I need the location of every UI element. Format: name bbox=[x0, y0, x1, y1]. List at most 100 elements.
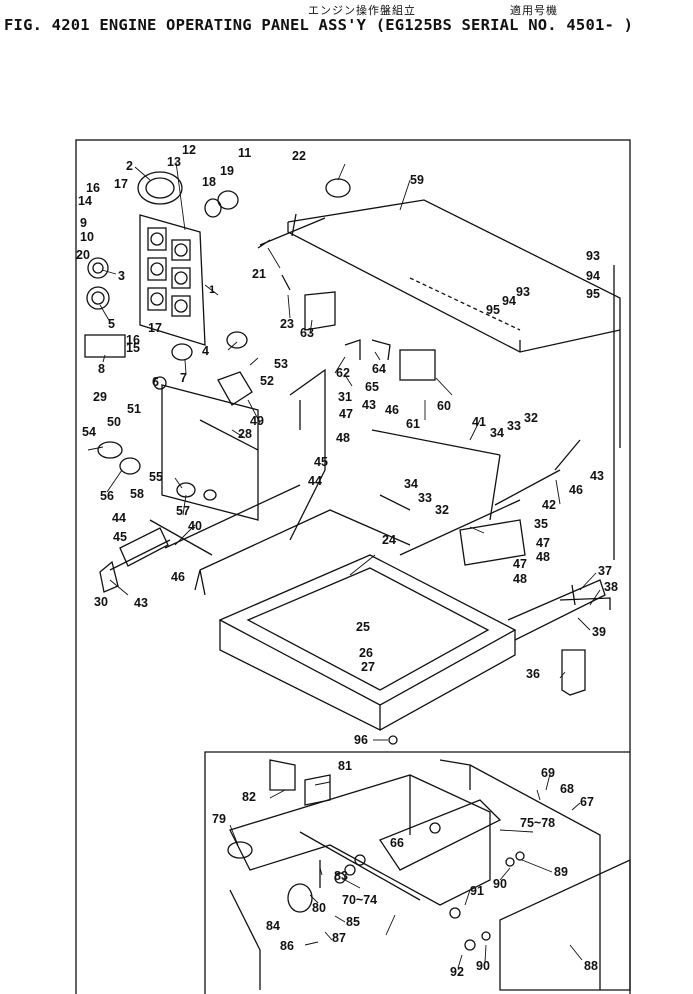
callout-83: 83 bbox=[334, 869, 348, 883]
instrument-panel-part bbox=[139, 214, 206, 346]
callout-49: 49 bbox=[250, 414, 264, 428]
callout-87: 87 bbox=[332, 931, 346, 945]
callout-23: 23 bbox=[280, 317, 294, 331]
diagram-frame bbox=[75, 139, 631, 994]
callout-17a: 17 bbox=[114, 177, 128, 191]
callout-28: 28 bbox=[238, 427, 252, 441]
callout-90b: 90 bbox=[476, 959, 490, 973]
callout-67: 67 bbox=[580, 795, 594, 809]
callout-46c: 46 bbox=[171, 570, 185, 584]
callout-45b: 45 bbox=[113, 530, 127, 544]
callout-38: 38 bbox=[604, 580, 618, 594]
callout-95a: 95 bbox=[486, 303, 500, 317]
callout-14: 14 bbox=[78, 194, 92, 208]
callout-24: 24 bbox=[382, 533, 396, 547]
callout-60: 60 bbox=[437, 399, 451, 413]
callout-85: 85 bbox=[346, 915, 360, 929]
callout-30: 30 bbox=[94, 595, 108, 609]
callout-32b: 32 bbox=[435, 503, 449, 517]
callout-43b: 43 bbox=[590, 469, 604, 483]
callout-58: 58 bbox=[130, 487, 144, 501]
callout-55: 55 bbox=[149, 470, 163, 484]
callout-43a: 43 bbox=[362, 398, 376, 412]
callout-53: 53 bbox=[274, 357, 288, 371]
callout-10: 10 bbox=[80, 230, 94, 244]
callout-51: 51 bbox=[127, 402, 141, 416]
callout-79: 79 bbox=[212, 812, 226, 826]
callout-70-74: 70~74 bbox=[342, 893, 377, 907]
linkage-part bbox=[289, 368, 581, 566]
callout-35: 35 bbox=[534, 517, 548, 531]
callout-21: 21 bbox=[252, 267, 266, 281]
callout-16b: 16 bbox=[126, 333, 140, 347]
meter-part bbox=[137, 171, 183, 205]
callout-32a: 32 bbox=[524, 411, 538, 425]
throttle-part bbox=[99, 484, 301, 593]
japanese-applicable-label: 適用号機 bbox=[510, 4, 558, 17]
japanese-title: エンジン操作盤組立 bbox=[308, 4, 416, 17]
callout-48a: 48 bbox=[336, 431, 350, 445]
callout-43c: 43 bbox=[134, 596, 148, 610]
callout-17b: 17 bbox=[148, 321, 162, 335]
callout-5: 5 bbox=[108, 317, 115, 331]
inset-assembly-part bbox=[227, 759, 631, 991]
callout-25: 25 bbox=[356, 620, 370, 634]
callout-27: 27 bbox=[361, 660, 375, 674]
gauge-part-lower bbox=[86, 286, 110, 310]
callout-57: 57 bbox=[176, 504, 190, 518]
callout-93a: 93 bbox=[516, 285, 530, 299]
callout-92: 92 bbox=[450, 965, 464, 979]
callout-93b: 93 bbox=[586, 249, 600, 263]
inset-frame bbox=[204, 751, 630, 994]
callout-88: 88 bbox=[584, 959, 598, 973]
callout-94b: 94 bbox=[586, 269, 600, 283]
callout-95b: 95 bbox=[586, 287, 600, 301]
callout-62: 62 bbox=[336, 366, 350, 380]
callout-68: 68 bbox=[560, 782, 574, 796]
solenoid-part bbox=[399, 349, 436, 381]
callout-82: 82 bbox=[242, 790, 256, 804]
callout-1: 1 bbox=[209, 284, 215, 296]
callout-7: 7 bbox=[180, 371, 187, 385]
callout-59: 59 bbox=[410, 173, 424, 187]
callout-13: 13 bbox=[167, 155, 181, 169]
control-panel-part bbox=[149, 384, 259, 556]
callout-34a: 34 bbox=[490, 426, 504, 440]
callout-66: 66 bbox=[390, 836, 404, 850]
callout-91: 91 bbox=[470, 884, 484, 898]
callout-89: 89 bbox=[554, 865, 568, 879]
callout-45a: 45 bbox=[314, 455, 328, 469]
callout-12: 12 bbox=[182, 143, 196, 157]
callout-69: 69 bbox=[541, 766, 555, 780]
callout-18: 18 bbox=[202, 175, 216, 189]
callout-44b: 44 bbox=[112, 511, 126, 525]
callout-96: 96 bbox=[354, 733, 368, 747]
callout-48c: 48 bbox=[513, 572, 527, 586]
callout-50: 50 bbox=[107, 415, 121, 429]
gauge-part bbox=[87, 257, 109, 279]
callout-20: 20 bbox=[76, 248, 90, 262]
callout-6: 6 bbox=[152, 375, 159, 389]
callout-15: 15 bbox=[126, 341, 140, 355]
callout-75-78: 75~78 bbox=[520, 816, 555, 830]
callout-36: 36 bbox=[526, 667, 540, 681]
callout-41: 41 bbox=[472, 415, 486, 429]
callout-31: 31 bbox=[338, 390, 352, 404]
callout-47c: 47 bbox=[513, 557, 527, 571]
callout-86: 86 bbox=[280, 939, 294, 953]
callout-33a: 33 bbox=[507, 419, 521, 433]
callout-46b: 46 bbox=[569, 483, 583, 497]
callout-80: 80 bbox=[312, 901, 326, 915]
callout-22: 22 bbox=[292, 149, 306, 163]
callout-84: 84 bbox=[266, 919, 280, 933]
callout-44a: 44 bbox=[308, 474, 322, 488]
callout-29: 29 bbox=[93, 390, 107, 404]
callout-2: 2 bbox=[126, 159, 133, 173]
callout-61: 61 bbox=[406, 417, 420, 431]
callout-42: 42 bbox=[542, 498, 556, 512]
callout-19: 19 bbox=[220, 164, 234, 178]
callout-40: 40 bbox=[188, 519, 202, 533]
callout-8: 8 bbox=[98, 362, 105, 376]
callout-56: 56 bbox=[100, 489, 114, 503]
